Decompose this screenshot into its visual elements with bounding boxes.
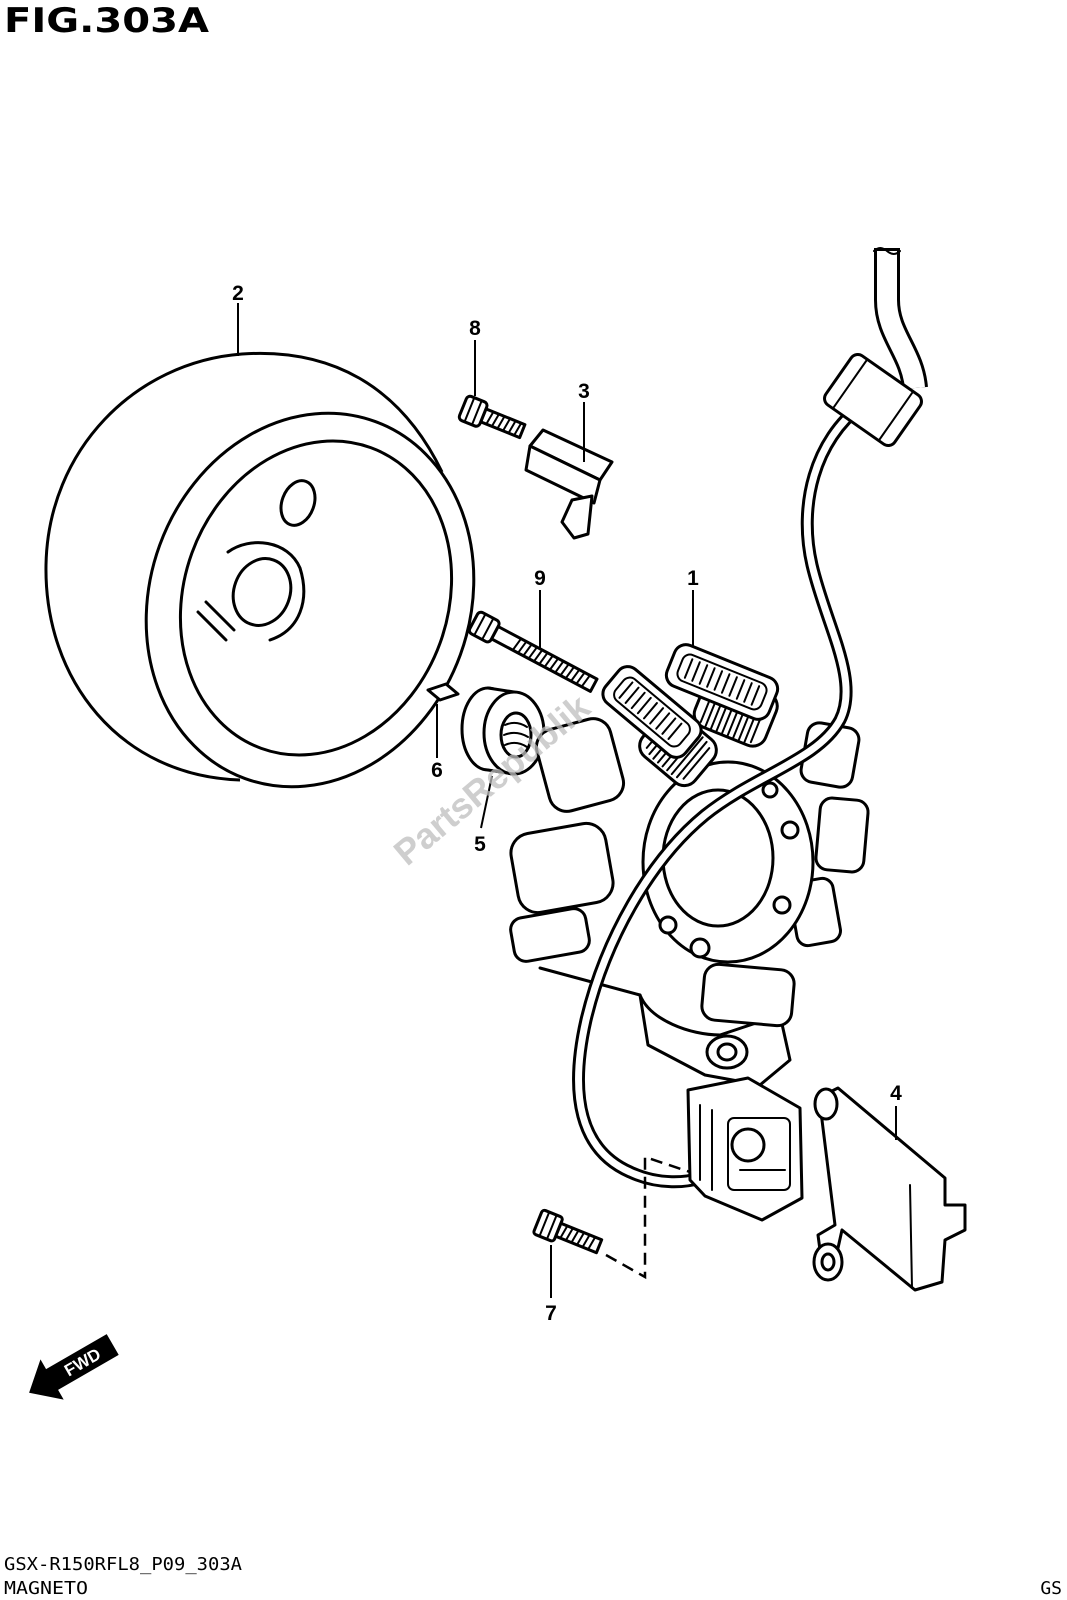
leader-line-5 bbox=[480, 775, 493, 829]
wire-grommet bbox=[823, 352, 923, 448]
rotor-slot bbox=[196, 600, 236, 642]
stator-pole bbox=[814, 796, 870, 874]
part-4-plate bbox=[812, 1086, 967, 1292]
rotor-inner-face bbox=[178, 439, 454, 757]
stator-pole bbox=[509, 821, 615, 915]
callout-3: 3 bbox=[578, 380, 590, 403]
part-9-bolt bbox=[467, 610, 599, 693]
callout-7: 7 bbox=[545, 1302, 557, 1325]
callout-6: 6 bbox=[431, 759, 443, 782]
part-7-bolt bbox=[532, 1208, 604, 1255]
figure-title: FIG.303A bbox=[4, 1, 210, 41]
callout-4: 4 bbox=[890, 1082, 902, 1105]
rotor-boss-outline bbox=[226, 541, 306, 642]
rotor-hub bbox=[231, 557, 293, 627]
callout-9: 9 bbox=[534, 567, 546, 590]
callout-2: 2 bbox=[232, 282, 244, 305]
part-6-key bbox=[426, 682, 460, 702]
callout-5: 5 bbox=[474, 833, 486, 856]
fwd-arrow-icon: FWD bbox=[29, 1334, 119, 1400]
stator-pole bbox=[700, 962, 796, 1028]
part-1-lead-wire bbox=[572, 247, 928, 1189]
stator-pole bbox=[509, 907, 591, 963]
part-2-rotor bbox=[44, 351, 476, 789]
part-8-bolt bbox=[457, 394, 527, 440]
stator-coil-cap bbox=[664, 643, 780, 721]
stator-coil-cap bbox=[601, 665, 703, 759]
stator-pole bbox=[534, 717, 626, 813]
part-1-pickup-coil bbox=[686, 1076, 804, 1222]
callout-8: 8 bbox=[469, 317, 481, 340]
region-code: GS bbox=[1040, 1578, 1062, 1599]
part-5-sleeve bbox=[460, 686, 546, 776]
installation-path-line bbox=[605, 1155, 691, 1280]
figure-code: GSX-R150RFL8_P09_303A bbox=[4, 1554, 242, 1575]
callout-1: 1 bbox=[687, 567, 699, 590]
figure-name: MAGNETO bbox=[4, 1578, 88, 1599]
rotor-hole bbox=[279, 479, 317, 527]
part-3-clamp bbox=[524, 428, 614, 540]
